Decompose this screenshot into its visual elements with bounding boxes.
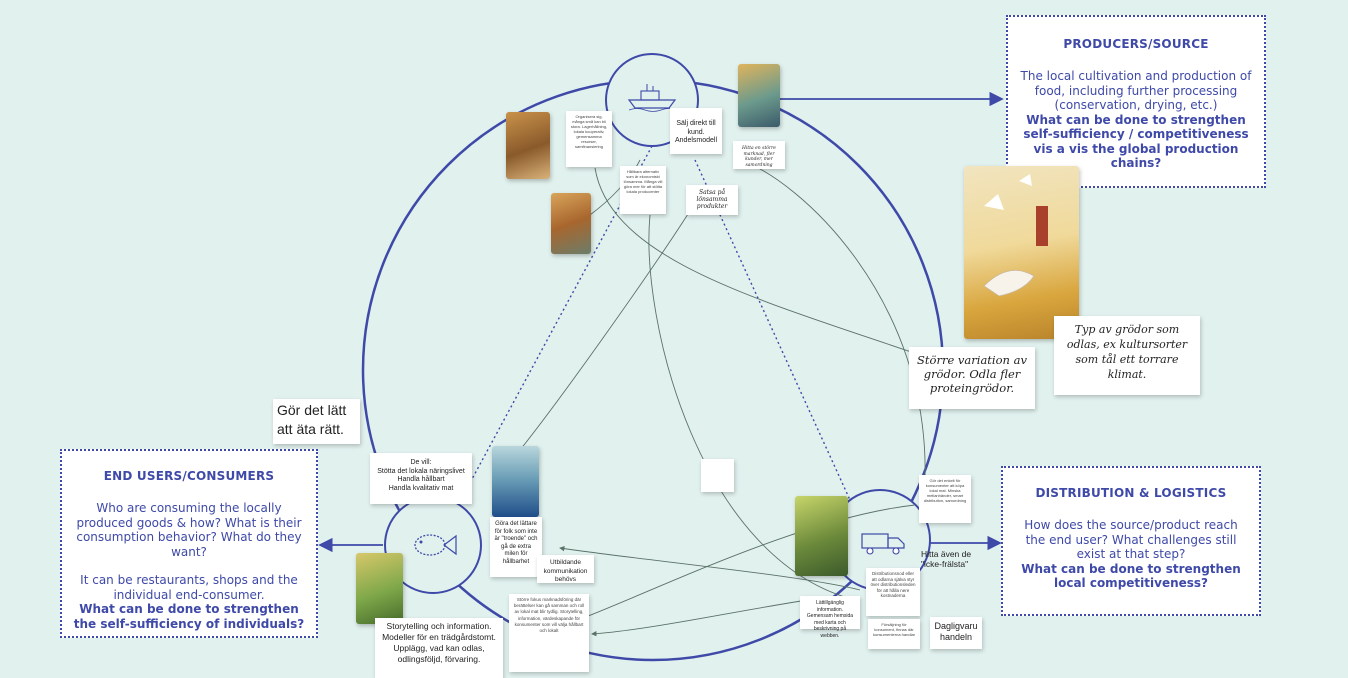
connector-8 bbox=[589, 159, 641, 216]
producers-question: What can be done to strengthen self-suff… bbox=[1023, 112, 1249, 171]
note-gora-det-lattare[interactable]: Göra det lättare för folk som inte är "t… bbox=[490, 517, 542, 577]
distribution-box[interactable]: DISTRIBUTION & LOGISTICS How does the so… bbox=[1001, 466, 1261, 616]
illustration-card-bike[interactable] bbox=[551, 193, 591, 254]
note-storytelling[interactable]: Storytelling och information. Modeller f… bbox=[375, 618, 503, 678]
endusers-title: END USERS/CONSUMERS bbox=[103, 469, 275, 483]
producers-text: The local cultivation and production of … bbox=[1020, 69, 1252, 112]
note-forsaljning[interactable]: Försäljning för konsument, finnas där ko… bbox=[868, 619, 920, 649]
connector-1 bbox=[594, 167, 921, 357]
note-dist-node[interactable]: Distributionsnod eller att odlarna själv… bbox=[866, 568, 920, 616]
illustration-card-bird[interactable] bbox=[964, 166, 1079, 339]
connector-4 bbox=[559, 545, 861, 591]
endusers-box[interactable]: END USERS/CONSUMERS Who are consuming th… bbox=[60, 449, 318, 638]
dotted-edge-1 bbox=[457, 145, 653, 506]
endusers-text2: It can be restaurants, shops and the ind… bbox=[80, 573, 298, 602]
distribution-title: DISTRIBUTION & LOGISTICS bbox=[1035, 486, 1227, 500]
illustration-card-airship[interactable] bbox=[795, 496, 848, 576]
endusers-text: Who are consuming the locally produced g… bbox=[76, 501, 302, 559]
producers-title: PRODUCERS/SOURCE bbox=[1063, 37, 1209, 51]
dotted-edge-2 bbox=[694, 159, 851, 501]
truck-icon bbox=[860, 530, 906, 561]
connector-6 bbox=[591, 597, 821, 637]
boat-icon bbox=[627, 82, 677, 117]
note-sustainable[interactable]: Hållbara alternativ som är ekonomiskt lö… bbox=[620, 166, 666, 214]
note-hand-market[interactable]: Hitta en större marknad, fler kunder, me… bbox=[733, 141, 785, 169]
illustration-card-top[interactable] bbox=[738, 64, 780, 127]
note-typ-av-grodor[interactable]: Typ av grödor som odlas, ex kultursorter… bbox=[1054, 316, 1200, 395]
illustration-card-people[interactable] bbox=[506, 112, 550, 179]
note-dagligvaru[interactable]: Dagligvaru handeln bbox=[930, 617, 982, 649]
illustration-card-ship[interactable] bbox=[492, 446, 539, 517]
note-storre-variation[interactable]: Större variation av grödor. Odla fler pr… bbox=[909, 347, 1035, 409]
producers-box[interactable]: PRODUCERS/SOURCE The local cultivation a… bbox=[1006, 15, 1266, 188]
note-satsa[interactable]: Satsa på lönsamma produkter bbox=[686, 185, 738, 215]
note-hitta-aven[interactable]: Hitta även de "icke-frälsta" bbox=[921, 549, 972, 569]
note-de-vill[interactable]: De vill: Stötta det lokala näringslivet … bbox=[370, 453, 472, 504]
endusers-question: What can be done to strengthen the self-… bbox=[73, 602, 305, 631]
note-gor-det-latt[interactable]: Gör det lätt att äta rätt. bbox=[273, 399, 360, 444]
distribution-text: How does the source/product reach the en… bbox=[1024, 518, 1238, 561]
connector-2 bbox=[739, 159, 928, 481]
connector-7 bbox=[519, 194, 701, 451]
illustration-card-plant[interactable] bbox=[356, 553, 403, 624]
note-dist-simple[interactable]: Gör det enkelt för konsumenter att köpa … bbox=[919, 475, 971, 523]
distribution-question: What can be done to strengthen local com… bbox=[1021, 561, 1241, 591]
note-organize[interactable]: Organisera sig, många små kan bli stora.… bbox=[566, 111, 612, 167]
fish-icon bbox=[410, 528, 458, 567]
note-lattillganglig[interactable]: Lättillgänglig information. Gemensam hem… bbox=[800, 596, 860, 639]
note-storre-fokus[interactable]: Större fokus marknadsföring där berättel… bbox=[509, 594, 589, 672]
note-sell-direct[interactable]: Sälj direkt till kund. Andelsmodell bbox=[670, 108, 722, 154]
note-utbildande[interactable]: Utbildande kommunikation behövs bbox=[537, 555, 594, 583]
note-blank[interactable] bbox=[701, 459, 734, 492]
